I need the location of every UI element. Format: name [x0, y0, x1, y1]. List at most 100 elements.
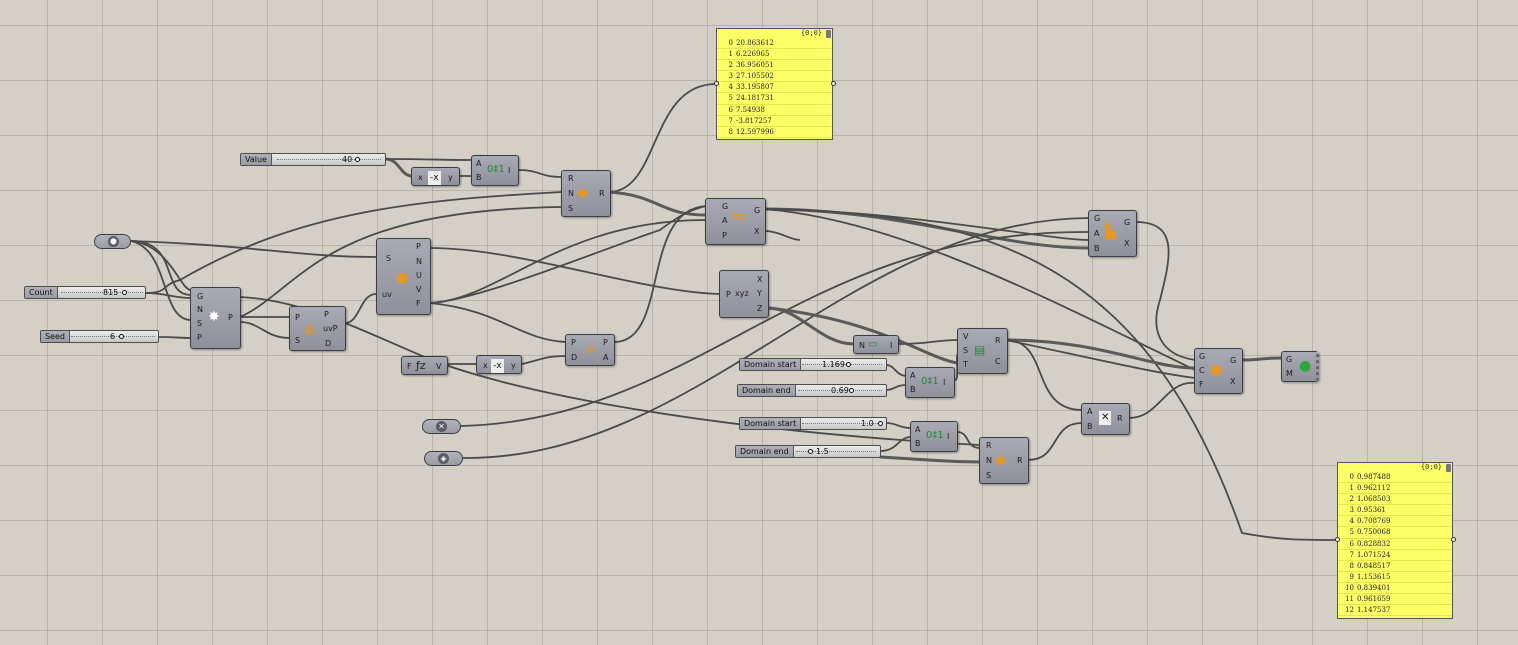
port-label-p: P: [726, 290, 731, 299]
port-label-g-out: G: [754, 206, 761, 215]
custom-preview[interactable]: G M ●: [1281, 351, 1319, 382]
random-numbers[interactable]: R N S R ◆: [561, 170, 611, 217]
negative-param-x[interactable]: ✕: [422, 419, 461, 434]
port-label-g: G: [1094, 214, 1101, 223]
populate-geometry-icon: ✸: [208, 309, 220, 325]
port-label-g: G: [1199, 352, 1206, 361]
deconstruct-point[interactable]: P X Y Z xyz: [719, 270, 769, 318]
port-label-x-out: X: [1230, 377, 1236, 386]
port-label-n: N: [416, 257, 422, 266]
slider-track[interactable]: [802, 364, 882, 366]
random-numbers-icon: ◆: [577, 185, 588, 201]
panel-bottom-input-port[interactable]: [1335, 537, 1340, 542]
panel-top-output-port[interactable]: [831, 81, 836, 86]
slider-knob[interactable]: [119, 334, 124, 339]
slider-knob[interactable]: [808, 449, 813, 454]
scale-nu[interactable]: G A B G X ▙: [1088, 210, 1137, 257]
function-z-icon: ƒz: [416, 359, 426, 372]
port-label-uvp: uvP: [323, 324, 338, 333]
bounds-icon: ▭: [868, 339, 878, 350]
remap-numbers[interactable]: V S T R C ▤: [957, 328, 1008, 374]
slider-name: Domain start: [740, 359, 802, 370]
port-label-s: S: [295, 336, 301, 345]
port-label-b: B: [910, 385, 916, 394]
slider-track[interactable]: [277, 159, 381, 161]
construct-domain-1[interactable]: A B I 0‡1: [471, 155, 519, 186]
geometry-param[interactable]: ◈: [424, 451, 463, 466]
port-label-d: D: [325, 339, 332, 348]
slider-knob[interactable]: [122, 290, 127, 295]
evaluate-surface-icon: ●: [396, 270, 409, 286]
port-label-y: Y: [757, 289, 762, 298]
port-label-i: I: [947, 432, 950, 441]
slider-name: Value: [241, 154, 272, 165]
port-label-f: F: [416, 299, 421, 308]
port-label-g-out: G: [1124, 218, 1131, 227]
panel-top-input-port[interactable]: [714, 81, 719, 86]
random-numbers-2[interactable]: R N S R ◆: [979, 437, 1029, 484]
port-label-b: B: [1087, 422, 1093, 431]
port-label-a: A: [603, 353, 609, 362]
slider-value: 1.5: [816, 447, 829, 456]
panel-bottom-output-port[interactable]: [1451, 537, 1456, 542]
panel-scroll-handle[interactable]: [1446, 464, 1451, 472]
slider-knob[interactable]: [878, 421, 883, 426]
seed-slider[interactable]: Seed 6: [40, 330, 159, 343]
value-slider[interactable]: Value 40: [240, 153, 386, 166]
vector-two-point[interactable]: P D P A ↗: [565, 334, 615, 366]
remap-numbers-icon: ▤: [974, 343, 986, 357]
negative-2[interactable]: x y -x: [476, 355, 522, 374]
slider-track[interactable]: [71, 336, 155, 338]
domain-start-slider-2[interactable]: Domain start 1.0: [739, 417, 887, 430]
domain-end-slider-1[interactable]: Domain end 0.69: [737, 384, 887, 397]
panel-header: {0;0}: [1420, 463, 1442, 471]
port-label-n: N: [197, 305, 203, 314]
count-slider[interactable]: Count 815: [24, 286, 146, 299]
surface-closest-point[interactable]: P S P uvP D ◭: [289, 306, 346, 351]
slider-track[interactable]: [798, 390, 882, 392]
expression-fz[interactable]: F V ƒz: [401, 356, 448, 375]
panel-scroll-handle[interactable]: [826, 30, 831, 38]
surface-param[interactable]: ⬢: [94, 234, 131, 249]
cube-icon: ◈: [438, 453, 449, 464]
construct-domain-2[interactable]: A B I 0‡1: [905, 367, 955, 398]
random-numbers-icon: ◆: [995, 452, 1006, 468]
slider-value: 1.0: [861, 419, 874, 428]
port-label-f: F: [1199, 380, 1204, 389]
port-label-g: G: [722, 202, 729, 211]
multiplication[interactable]: A B R ✕: [1081, 403, 1130, 435]
construct-domain-3[interactable]: A B I 0‡1: [910, 421, 958, 452]
port-label-v: V: [436, 362, 442, 371]
port-label-m: M: [1286, 369, 1293, 378]
port-label-d: D: [571, 353, 578, 362]
slider-knob[interactable]: [355, 157, 360, 162]
scale-geometry[interactable]: G C F G X ●: [1194, 348, 1243, 394]
domain-end-slider-2[interactable]: Domain end 1.5: [735, 445, 881, 458]
slider-track[interactable]: [61, 292, 143, 294]
port-label-f: F: [407, 362, 412, 371]
slider-knob[interactable]: [846, 362, 851, 367]
port-label-r-out: R: [1017, 456, 1023, 465]
evaluate-surface[interactable]: S uv P N U V F ●: [376, 238, 431, 315]
slider-knob[interactable]: [849, 388, 854, 393]
populate-geometry[interactable]: G N S P P ✸: [190, 287, 241, 349]
domain-start-slider-1[interactable]: Domain start 1.169: [739, 358, 887, 371]
slider-track[interactable]: [796, 451, 876, 453]
port-label-x: X: [757, 275, 763, 284]
bounds[interactable]: N I ▭: [853, 335, 899, 354]
port-label-x: x: [483, 361, 488, 370]
negative-1[interactable]: x y -x: [411, 167, 460, 186]
slider-track[interactable]: [802, 423, 882, 425]
move[interactable]: G A P G X ⇆: [705, 198, 766, 245]
port-label-v: V: [963, 332, 969, 341]
